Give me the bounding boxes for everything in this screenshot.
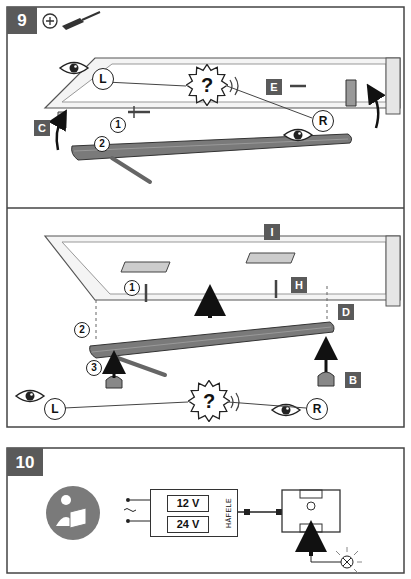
node-text: R	[313, 403, 322, 415]
node-text: 9	[17, 12, 26, 29]
sound-burst: ?	[188, 380, 230, 422]
callout-circle: 1	[124, 280, 140, 296]
callout-circle: L	[44, 398, 66, 420]
callout-box: H	[291, 277, 307, 293]
callout-circle: 3	[86, 360, 102, 376]
node-text: ?	[201, 75, 213, 95]
callout-circle: R	[306, 398, 328, 420]
node-text: E	[270, 82, 277, 93]
node-text: I	[270, 227, 273, 238]
callout-circle: R	[312, 110, 334, 132]
node-text: L	[51, 403, 58, 415]
node-text: H	[295, 280, 303, 291]
node-text: R	[319, 115, 328, 127]
power-supply: HÄFELE 12 V 24 V	[150, 489, 238, 537]
node-text: ?	[203, 391, 215, 411]
brand-name: HÄFELE	[224, 498, 231, 528]
callout-box: B	[345, 372, 361, 388]
callout-box: D	[338, 304, 354, 320]
callout-box: E	[266, 79, 282, 95]
node-text: 1	[115, 120, 121, 130]
node-text: D	[342, 307, 350, 318]
node-text: 3	[91, 363, 97, 373]
node-text: 2	[99, 139, 105, 149]
callout-box: I	[264, 224, 280, 240]
node-text: 2	[79, 325, 85, 335]
node-text: L	[99, 73, 106, 85]
callout-box: C	[34, 120, 50, 136]
sound-burst: ?	[186, 64, 228, 106]
node-text: 1	[129, 283, 135, 293]
callout-circle: 2	[94, 136, 110, 152]
node-text: C	[38, 123, 46, 134]
callout-box: 9	[7, 7, 37, 34]
callout-box: 12 V	[167, 495, 209, 512]
node-text: 24 V	[177, 519, 200, 530]
node-text: B	[349, 375, 357, 386]
node-text: 10	[16, 454, 35, 471]
callout-circle: L	[92, 68, 114, 90]
callout-circle: 2	[74, 322, 90, 338]
callout-box: 24 V	[167, 516, 209, 533]
callout-box: 10	[7, 448, 43, 476]
callout-circle: 1	[110, 117, 126, 133]
node-text: 12 V	[177, 498, 200, 509]
